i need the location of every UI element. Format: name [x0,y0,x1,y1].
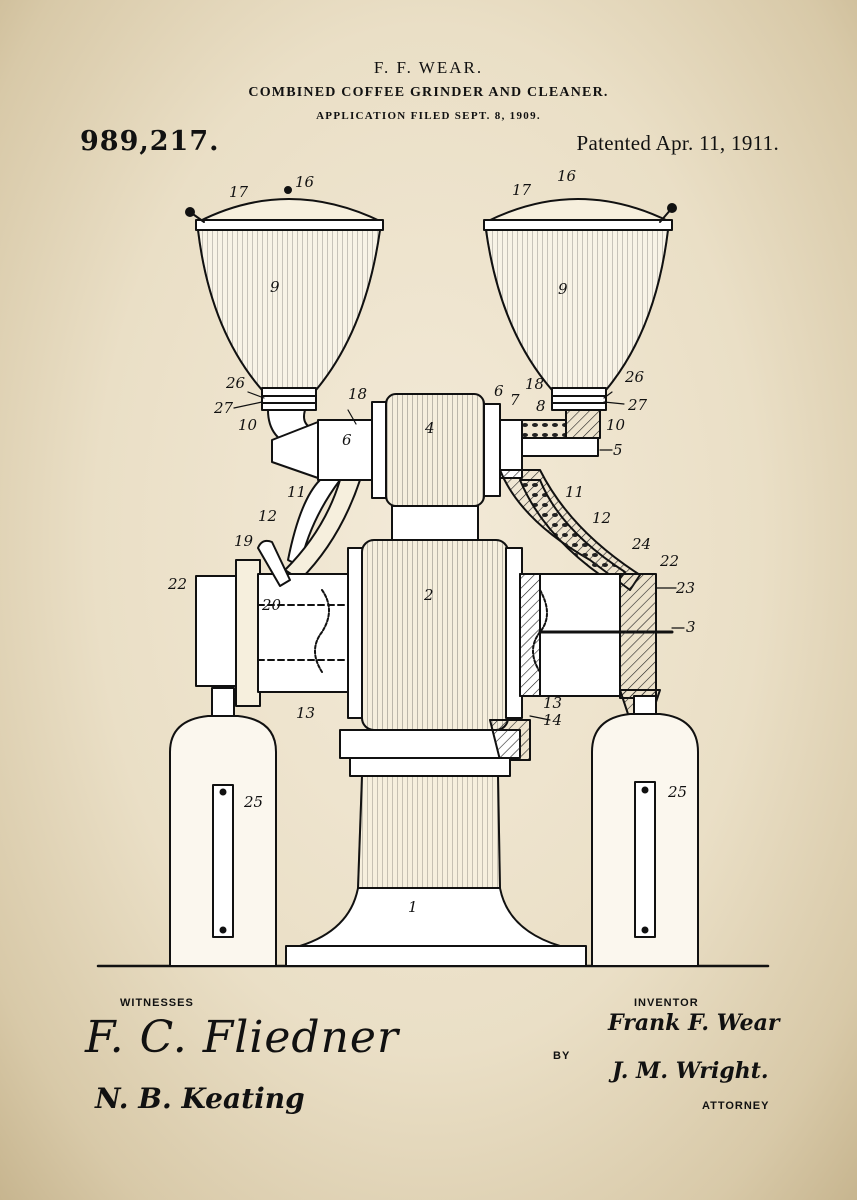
ref-13-left: 13 [296,704,315,722]
ref-10-right: 10 [606,416,626,434]
right-bracket [489,719,531,761]
ref-18-left: 18 [348,385,367,403]
ref-10-left: 10 [238,416,258,434]
ref-1: 1 [408,898,418,916]
ref-13-right: 13 [543,694,562,712]
ref-25-right: 25 [667,783,687,801]
upper-grinder-housing [271,393,601,507]
left-fan [314,589,330,673]
ref-17-right: 17 [512,181,532,199]
ref-22-right: 22 [659,552,679,570]
ref-5: 5 [613,441,623,459]
ref-7: 7 [510,391,520,409]
ref-3: 3 [686,618,696,636]
clamp [257,539,291,587]
ref-11-left: 11 [287,483,306,501]
ref-16-left: 16 [295,173,315,191]
by-label: BY [553,1050,571,1062]
attorney-label: ATTORNEY [702,1100,770,1112]
ref-6-right: 6 [494,382,504,400]
ref-26-left: 26 [225,374,246,392]
witnesses-label: WITNESSES [120,997,194,1009]
witness-signature-1: F. C. Fliedner [85,1012,400,1063]
ref-25-left: 25 [243,793,263,811]
ref-6-left: 6 [342,431,352,449]
inventor-signature: Frank F. Wear [608,1010,780,1036]
ref-20: 20 [261,596,282,614]
reference-numerals: 17 16 9 17 16 9 26 27 10 18 6 4 6 7 18 8… [167,167,696,916]
application-filed-line: APPLICATION FILED SEPT. 8, 1909. [316,110,541,122]
ref-12-left: 12 [258,507,277,525]
ref-16-right: 16 [557,167,577,185]
inventor-label: INVENTOR [634,997,699,1009]
right-hopper [483,198,677,411]
ref-19: 19 [234,532,254,550]
ref-9-left: 9 [270,278,280,296]
ref-23: 23 [675,579,695,597]
ref-4: 4 [424,419,435,437]
ref-2: 2 [423,586,434,604]
witness-signature-2: N. B. Keating [95,1082,305,1115]
neck [391,505,479,541]
inventor-name-heading: F. F. WEAR. [373,58,484,77]
ref-8: 8 [536,397,546,415]
ref-24: 24 [631,535,651,553]
attorney-signature: J. M. Wright. [612,1058,769,1084]
ref-27-left: 27 [213,399,234,417]
ref-26-right: 26 [624,368,645,386]
ref-9-right: 9 [558,280,568,298]
right-receptacle [591,695,699,967]
right-fan [532,589,548,673]
left-receptacle [169,687,277,967]
invention-title: COMBINED COFFEE GRINDER AND CLEANER. [248,85,609,100]
ref-14: 14 [543,711,562,729]
ref-27-right: 27 [627,396,648,414]
patent-date: Patented Apr. 11, 1911. [576,131,779,155]
ref-22-left: 22 [167,575,187,593]
ref-17-left: 17 [229,183,249,201]
ref-18-right: 18 [525,375,544,393]
pedestal [285,757,587,967]
main-motor-body [195,539,674,731]
left-hopper [185,186,384,411]
ref-11-right: 11 [565,483,584,501]
patent-number: 989,217. [80,126,220,157]
ref-12-right: 12 [592,509,611,527]
